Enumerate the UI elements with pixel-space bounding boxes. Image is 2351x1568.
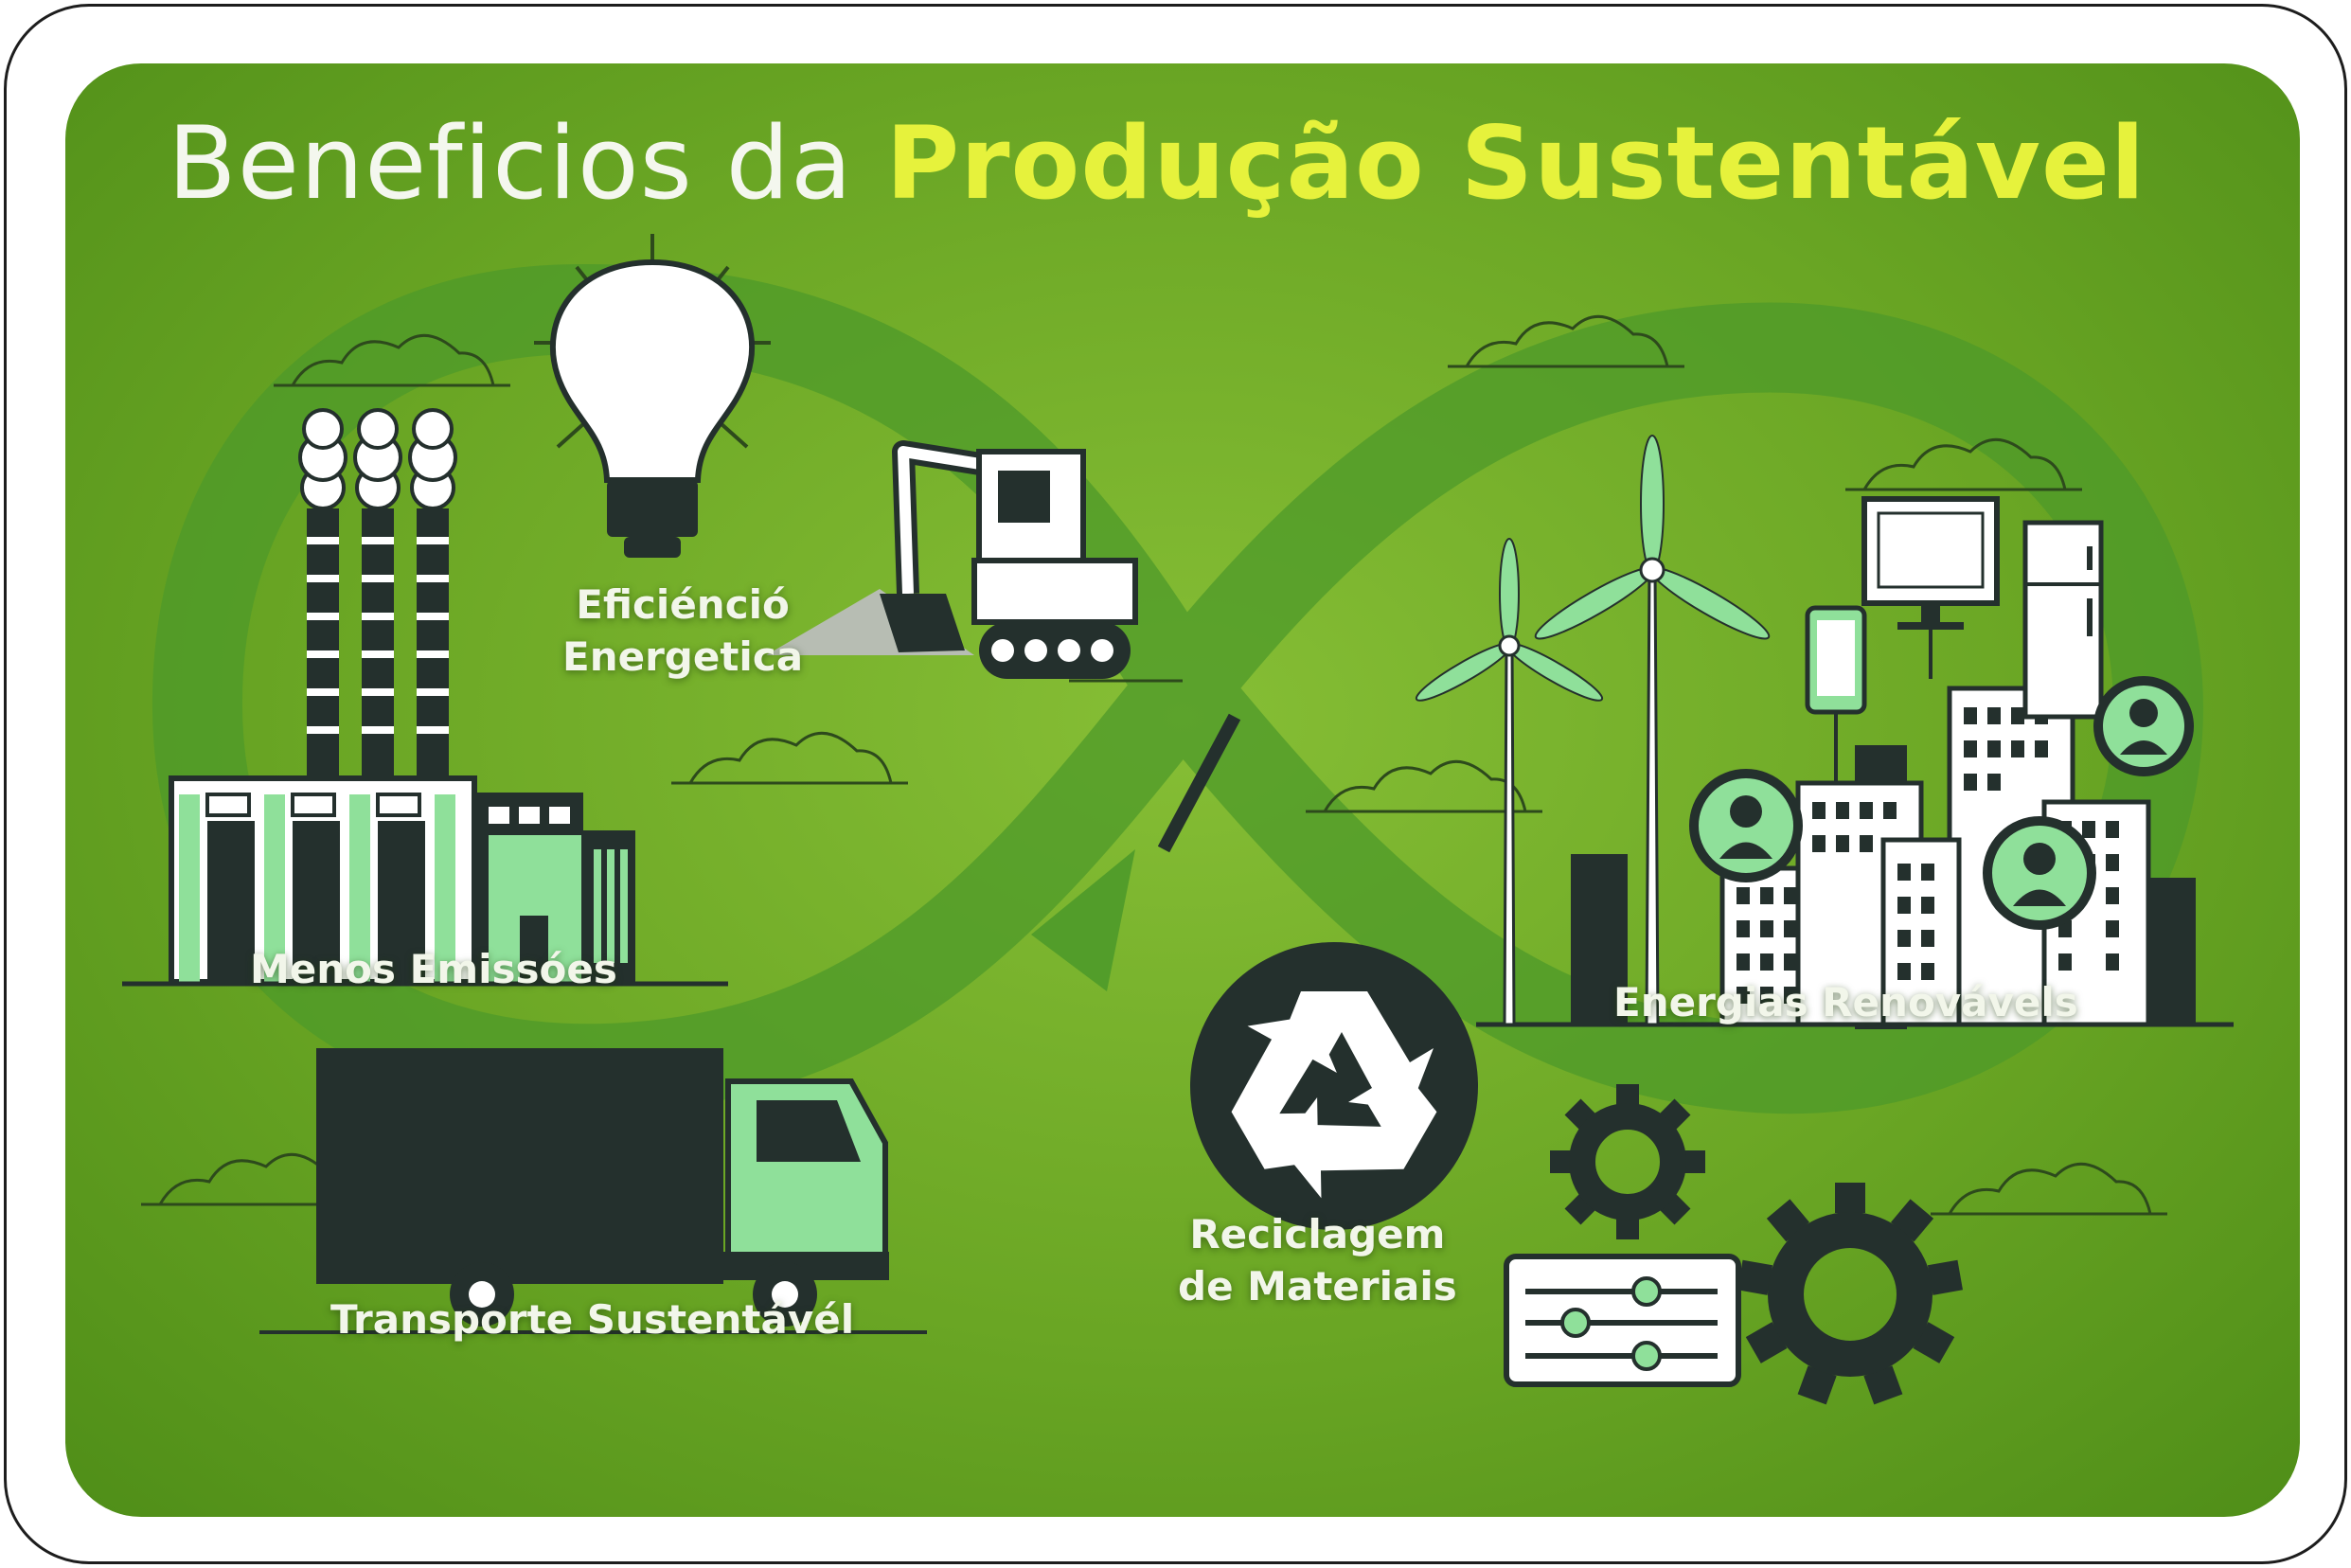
label-reciclagem-line1: Reciclagem — [1189, 1211, 1446, 1257]
label-energias: Energias Renovávels — [1613, 979, 2078, 1025]
infinity-loop — [151, 264, 2203, 1114]
label-transporte: Transporte Sustentávél — [330, 1296, 855, 1343]
gear-icon — [1737, 1183, 1963, 1405]
label-eficiencia-line1: Eficiénció — [576, 581, 790, 628]
factory-icon — [122, 408, 728, 987]
gear-icon — [1550, 1084, 1705, 1239]
wind-turbine-icon — [1534, 435, 1771, 1026]
monitor-icon — [1861, 496, 2000, 679]
tablet-icon — [1805, 605, 1867, 783]
sliders-icon — [1504, 1254, 1741, 1387]
title-highlight: Produção Sustentável — [885, 105, 2146, 222]
label-menos-emissoes: Menos Emissóes — [250, 946, 617, 992]
label-reciclagem: Reciclagem de Materiais — [1178, 1209, 1457, 1312]
refrigerator-icon — [2022, 520, 2104, 720]
cloud-icon — [669, 731, 910, 785]
city-buildings — [1476, 686, 2234, 1029]
user-avatar-icon — [1689, 769, 1803, 882]
light-bulb-icon — [534, 234, 771, 558]
outer-frame: Beneficios da Produção Sustentável Efici… — [4, 4, 2347, 1564]
wind-turbine-icon — [1415, 538, 1604, 1026]
illustration — [122, 234, 2234, 1405]
cloud-icon — [1929, 1162, 2169, 1216]
title-light: Beneficios da — [168, 105, 853, 222]
recycle-icon — [1190, 942, 1478, 1230]
page-title: Beneficios da Produção Sustentável — [168, 103, 2146, 223]
label-reciclagem-line2: de Materiais — [1178, 1262, 1457, 1310]
user-avatar-icon — [2093, 676, 2194, 776]
infographic-panel: Beneficios da Produção Sustentável Efici… — [65, 63, 2300, 1517]
excavator-icon — [766, 440, 1183, 683]
label-eficiencia: Eficiénció Energetica — [562, 579, 803, 683]
label-eficiencia-line2: Energetica — [562, 633, 804, 680]
user-avatar-icon — [1983, 816, 2096, 930]
truck-icon — [259, 1048, 927, 1334]
